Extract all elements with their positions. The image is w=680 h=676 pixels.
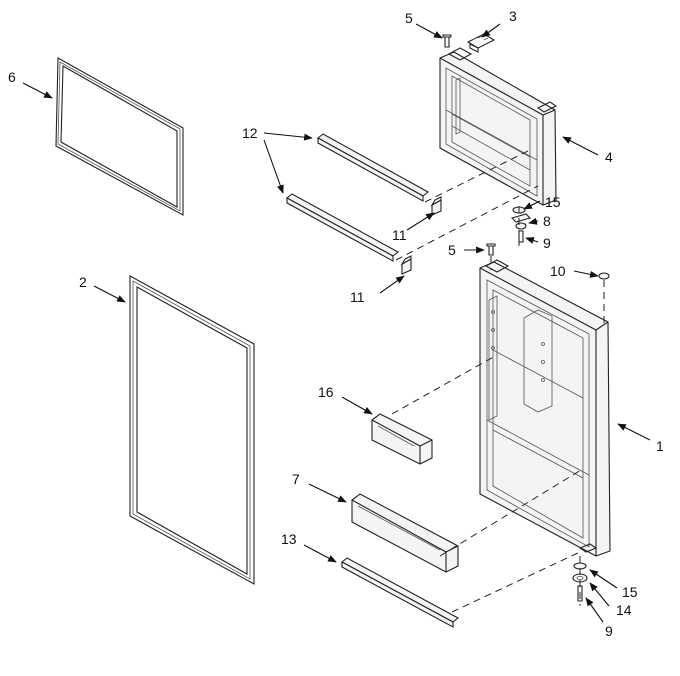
hinge-pin-upper-part bbox=[518, 230, 524, 243]
callout-11-lower: 11 bbox=[350, 289, 365, 305]
callout-8: 8 bbox=[543, 213, 551, 229]
callout-13: 13 bbox=[281, 531, 297, 547]
hinge-pin-lower-part bbox=[577, 585, 583, 602]
callout-9-lower: 9 bbox=[605, 623, 613, 639]
end-cap-upper-part bbox=[430, 196, 442, 216]
callout-1: 1 bbox=[656, 438, 664, 454]
callout-3: 3 bbox=[509, 8, 517, 24]
freezer-door-assembly-part bbox=[439, 47, 558, 206]
plug-button-part bbox=[598, 272, 610, 280]
screw-middle-part bbox=[486, 243, 496, 256]
door-shelf-bin-small-part bbox=[371, 413, 433, 465]
callout-11-upper: 11 bbox=[392, 227, 407, 243]
callout-4: 4 bbox=[605, 149, 613, 165]
callout-6: 6 bbox=[8, 69, 16, 85]
callout-12: 12 bbox=[242, 125, 258, 141]
callout-9-upper: 9 bbox=[543, 235, 551, 251]
callout-14: 14 bbox=[616, 602, 632, 618]
callout-15-lower: 15 bbox=[622, 584, 638, 600]
screw-top-part bbox=[442, 34, 452, 48]
hinge-top-part bbox=[466, 33, 496, 53]
callout-5-top: 5 bbox=[405, 10, 413, 26]
door-trim-pair-part bbox=[286, 133, 429, 262]
callout-7: 7 bbox=[292, 471, 300, 487]
hinge-washer-upper-part bbox=[510, 213, 532, 230]
door-gasket-small-part bbox=[55, 57, 184, 216]
end-cap-lower-part bbox=[400, 255, 412, 275]
callout-5-middle: 5 bbox=[448, 242, 456, 258]
callout-arrows bbox=[22, 23, 651, 623]
assembly-lines bbox=[391, 149, 605, 613]
door-assembly-lower-part bbox=[479, 259, 611, 557]
door-shelf-bin-large-part bbox=[351, 493, 459, 573]
callout-15-upper: 15 bbox=[545, 194, 561, 210]
callout-10: 10 bbox=[550, 263, 566, 279]
callout-labels: 6 2 3 4 5 12 11 11 15 8 9 5 10 1 16 7 13… bbox=[8, 8, 664, 639]
door-trim-bottom-part bbox=[341, 557, 459, 628]
callout-16: 16 bbox=[318, 384, 334, 400]
callout-2: 2 bbox=[79, 274, 87, 290]
door-gasket-large-part bbox=[129, 275, 255, 585]
